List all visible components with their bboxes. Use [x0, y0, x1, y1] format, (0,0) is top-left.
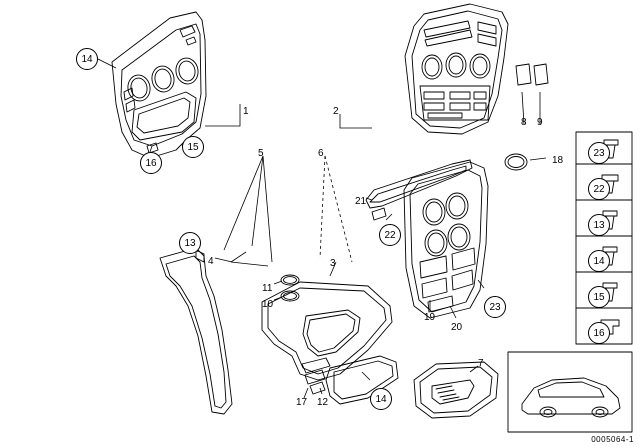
callout-5: 5	[258, 148, 264, 159]
callout-15-hardware: 15	[588, 286, 610, 308]
callout-1: 1	[243, 106, 249, 117]
callout-21: 21	[355, 196, 367, 207]
callout-label: 23	[489, 301, 501, 313]
callout-13-trim: 13	[179, 232, 201, 254]
callout-label: 23	[593, 147, 605, 159]
callout-14-console: 14	[370, 388, 392, 410]
callout-10: 10	[262, 299, 274, 310]
callout-16-hardware: 16	[588, 322, 610, 344]
callout-18: 18	[552, 155, 564, 166]
callout-19: 19	[424, 312, 436, 323]
callout-label: 16	[145, 157, 157, 169]
callout-label: 22	[593, 183, 605, 195]
callout-3: 3	[330, 258, 336, 269]
callout-11: 11	[262, 283, 273, 294]
callout-12: 12	[317, 397, 329, 408]
callout-17: 17	[296, 397, 308, 408]
callout-20: 20	[451, 322, 463, 333]
callout-14-top-left: 14	[76, 48, 98, 70]
callout-label: 15	[593, 291, 605, 303]
callout-13-hardware: 13	[588, 214, 610, 236]
callout-22-hardware: 22	[588, 178, 610, 200]
callout-16: 16	[140, 152, 162, 174]
callout-4: 4	[208, 256, 214, 267]
callout-6: 6	[318, 148, 324, 159]
callout-14-hardware: 14	[588, 250, 610, 272]
callout-label: 14	[593, 255, 605, 267]
callout-23-panel: 23	[484, 296, 506, 318]
diagram-code: 0005064-1	[591, 435, 634, 444]
callout-label: 15	[187, 141, 199, 153]
callout-label: 22	[384, 229, 396, 241]
callout-label: 16	[593, 327, 605, 339]
callout-2: 2	[333, 106, 339, 117]
callout-7: 7	[478, 358, 484, 369]
callout-label: 13	[184, 237, 196, 249]
callout-label: 14	[375, 393, 387, 405]
callout-label: 14	[81, 53, 93, 65]
callout-15: 15	[182, 136, 204, 158]
callout-8: 8	[521, 117, 527, 128]
callout-22-strip: 22	[379, 224, 401, 246]
callout-23-hardware: 23	[588, 142, 610, 164]
callout-label: 13	[593, 219, 605, 231]
callout-9: 9	[537, 117, 543, 128]
